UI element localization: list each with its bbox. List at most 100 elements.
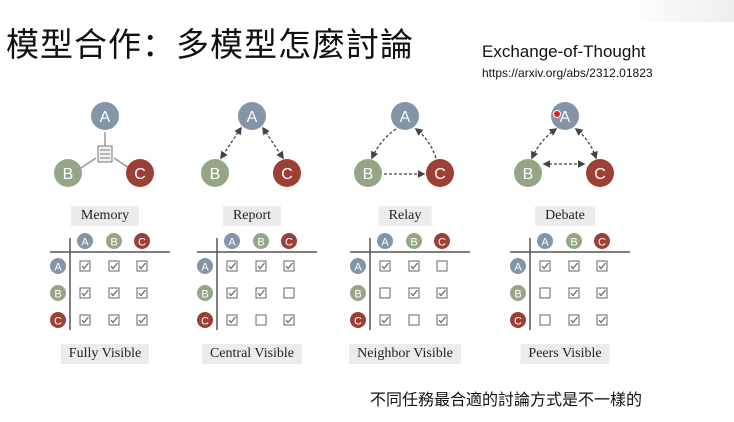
matrix-row-c [510,312,526,328]
matrix-col-b [406,233,422,249]
reference-url[interactable]: https://arxiv.org/abs/2312.01823 [482,66,653,80]
matrix-col-b [566,233,582,249]
matrix-col-c [434,233,450,249]
matrix-col-label: B [257,237,264,249]
visibility-label: Central Visible [201,344,303,364]
checked-box-icon [379,314,391,326]
node-a [91,102,119,130]
matrix-col-a [537,233,553,249]
visibility-matrix: A A B B C C [350,233,470,330]
checked-box-icon [136,287,148,299]
node-c-label: C [134,166,146,183]
matrix-col-label: B [570,237,577,249]
node-b-label: B [363,166,374,183]
matrix-col-label: C [285,237,293,249]
strategy-label: Memory [70,206,140,226]
node-a-label: A [247,109,258,126]
matrix-col-b [106,233,122,249]
matrix-row-b [50,285,66,301]
matrix-row-c [197,312,213,328]
node-b [354,159,382,187]
node-a-label: A [100,109,111,126]
relay-edge-ca [414,128,437,159]
debate-graph: A B C [514,102,614,187]
matrix-row-label: B [54,289,61,301]
matrix-row-label: B [514,289,521,301]
node-c-label: C [434,166,446,183]
checked-box-icon [79,314,91,326]
checked-box-icon [226,314,238,326]
matrix-row-label: A [201,262,209,274]
checked-box-icon [568,287,580,299]
matrix-col-c [594,233,610,249]
checked-box-icon [79,287,91,299]
matrix-row-b [350,285,366,301]
checked-box-icon [379,260,391,272]
debate-edge-ca [574,128,598,160]
matrix-row-a [510,258,526,274]
report-edge-ac [262,126,284,160]
matrix-col-label: B [410,237,417,249]
node-a-label: A [560,109,571,126]
node-a [391,102,419,130]
visibility-label: Neighbor Visible [349,344,461,364]
matrix-col-label: C [138,237,146,249]
matrix-col-label: C [598,237,606,249]
matrix-col-label: B [110,237,117,249]
empty-box-icon [436,260,448,272]
empty-box-icon [539,314,551,326]
checked-box-icon [596,287,608,299]
matrix-row-label: B [201,289,208,301]
relay-graph: A B C [354,102,454,187]
matrix-row-a [197,258,213,274]
matrix-col-a [224,233,240,249]
checked-box-icon [226,287,238,299]
node-b [201,159,229,187]
matrix-row-c [50,312,66,328]
matrix-row-a [350,258,366,274]
matrix-col-c [134,233,150,249]
matrix-col-label: A [228,237,236,249]
node-b [54,159,82,187]
matrix-col-c [281,233,297,249]
slide-caption: 不同任務最合適的討論方式是不一樣的 [370,390,643,409]
checked-box-icon [136,260,148,272]
visibility-label: Fully Visible [60,344,150,364]
checked-box-icon [136,314,148,326]
pointer-dot-icon [553,110,561,118]
matrix-col-label: A [381,237,389,249]
matrix-col-label: A [541,237,549,249]
checked-box-icon [568,260,580,272]
checked-box-icon [596,314,608,326]
matrix-col-b [253,233,269,249]
matrix-row-label: B [354,289,361,301]
matrix-row-label: C [354,316,362,328]
empty-box-icon [379,287,391,299]
empty-box-icon [283,287,295,299]
node-b-label: B [63,166,74,183]
node-b [514,159,542,187]
strategy-label: Debate [535,206,595,226]
matrix-row-label: A [354,262,362,274]
checked-box-icon [226,260,238,272]
matrix-row-a [50,258,66,274]
node-b-label: B [523,166,534,183]
matrix-col-label: C [438,237,446,249]
checked-box-icon [108,287,120,299]
matrix-col-a [377,233,393,249]
checked-box-icon [79,260,91,272]
debate-edge-ab [530,128,558,160]
node-c [426,159,454,187]
empty-box-icon [255,314,267,326]
checked-box-icon [596,260,608,272]
node-b-label: B [210,166,221,183]
node-c-label: C [594,166,606,183]
checked-box-icon [255,287,267,299]
